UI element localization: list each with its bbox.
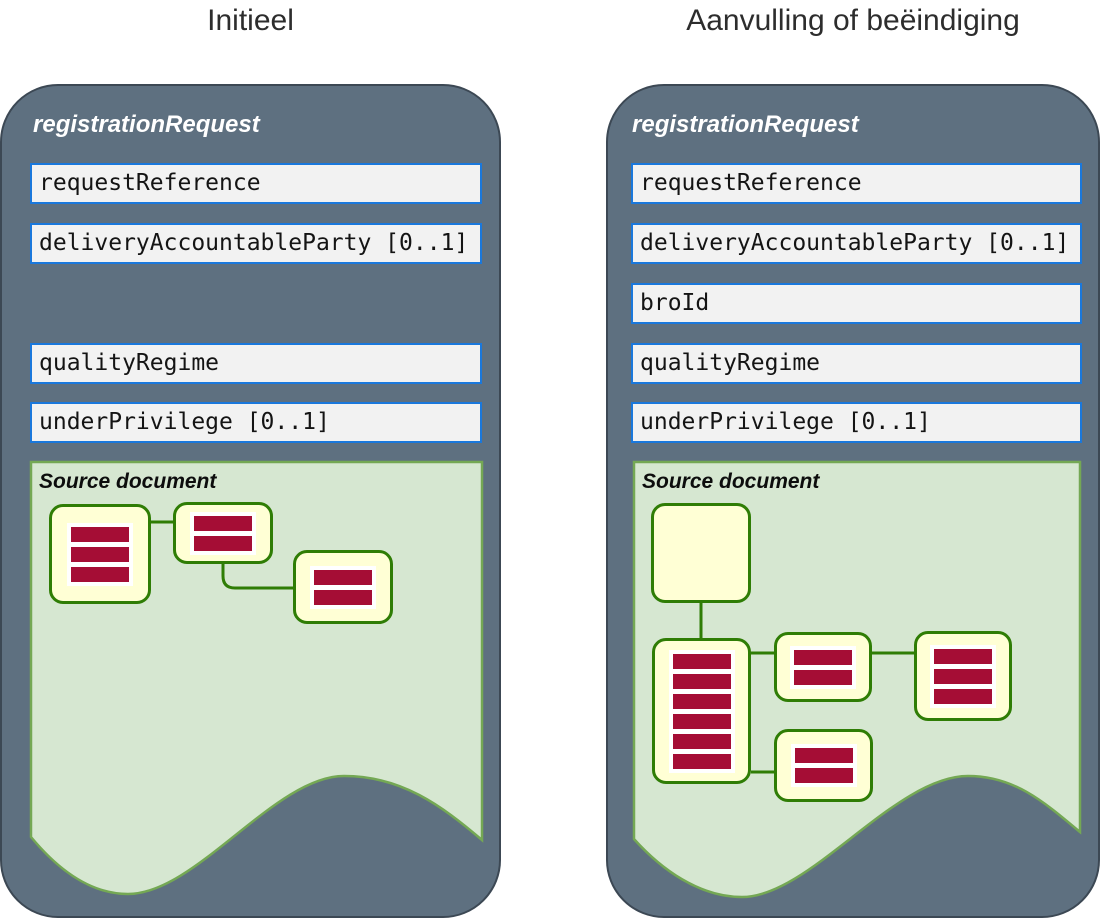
text-line-bar [934, 688, 992, 704]
text-line-bar [794, 669, 852, 685]
source-document-title: Source document [39, 470, 217, 493]
field-qualityregime: qualityRegime [631, 343, 1082, 384]
field-underprivilege: underPrivilege [0..1] [30, 402, 482, 443]
text-line-bar [314, 589, 372, 605]
panel-title: registrationRequest [33, 111, 260, 138]
text-line-bar [194, 515, 252, 531]
column-heading-aanvulling: Aanvulling of beëindiging [686, 4, 1020, 37]
document-node-2lines-icon [774, 632, 872, 702]
field-requestreference: requestReference [30, 163, 482, 204]
document-node-2lines-icon [173, 502, 273, 564]
document-node-6lines-icon [652, 638, 751, 784]
source-document-title: Source document [642, 470, 820, 493]
text-line-bar [672, 653, 731, 669]
text-line-bar [672, 673, 731, 689]
panel-title: registrationRequest [632, 111, 859, 138]
document-node-3lines-icon [914, 631, 1012, 721]
text-lines [930, 644, 996, 708]
text-line-bar [934, 668, 992, 684]
document-node-2lines-icon [293, 550, 393, 624]
text-lines [790, 744, 857, 787]
field-qualityregime: qualityRegime [30, 343, 482, 384]
document-node-2lines-icon [774, 729, 873, 802]
text-line-bar [672, 733, 731, 749]
text-line-bar [71, 526, 129, 542]
text-lines [190, 511, 256, 555]
document-node-empty-icon [651, 503, 751, 603]
field-deliveryaccountableparty: deliveryAccountableParty [0..1] [631, 223, 1082, 264]
field-underprivilege: underPrivilege [0..1] [631, 402, 1082, 443]
text-line-bar [794, 748, 853, 763]
text-line-bar [934, 648, 992, 664]
text-line-bar [314, 569, 372, 585]
registration-request-panel-supplement: registrationRequest requestReference del… [606, 84, 1100, 918]
field-broid: broId [631, 283, 1082, 324]
connector-elbow [221, 564, 293, 590]
column-heading-initieel: Initieel [207, 4, 294, 37]
text-line-bar [672, 753, 731, 769]
text-lines [67, 522, 133, 586]
text-lines [310, 565, 376, 609]
text-lines [790, 645, 856, 689]
text-line-bar [794, 768, 853, 783]
text-line-bar [71, 546, 129, 562]
text-line-bar [672, 713, 731, 729]
text-line-bar [672, 693, 731, 709]
source-document-area: Source document [632, 460, 1082, 899]
document-node-3lines-icon [49, 504, 151, 604]
text-line-bar [71, 566, 129, 582]
field-requestreference: requestReference [631, 163, 1082, 204]
text-line-bar [194, 535, 252, 551]
source-document-area: Source document [29, 460, 484, 896]
text-line-bar [794, 649, 852, 665]
text-lines [668, 649, 735, 773]
field-deliveryaccountableparty: deliveryAccountableParty [0..1] [30, 223, 482, 264]
registration-request-panel-initial: registrationRequest requestReference del… [0, 84, 501, 918]
